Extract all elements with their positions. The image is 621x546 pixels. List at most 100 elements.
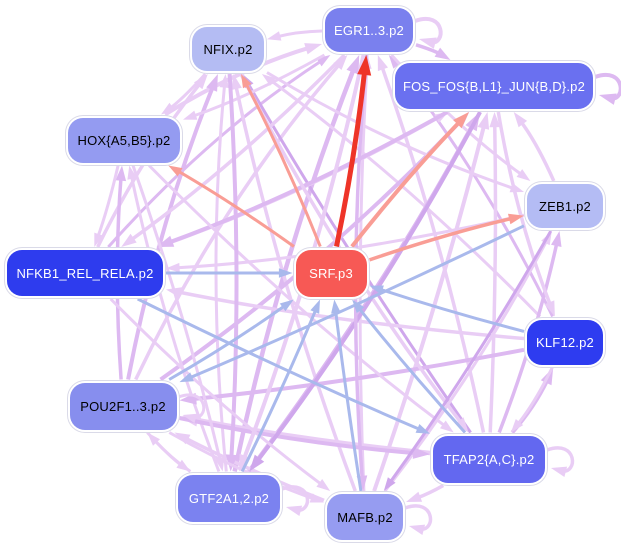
node-srf-p3[interactable]: SRF.p3: [295, 249, 367, 297]
edge-NFKB1-SRF: [166, 268, 293, 278]
arrowhead: [455, 417, 469, 433]
edge-EGR-NFKB1: [121, 53, 346, 247]
arrowhead: [377, 55, 388, 72]
arrowhead: [115, 165, 127, 182]
edge-GTF2A1-NFIX: [214, 74, 230, 472]
node-gtf2a1-2-p2[interactable]: GTF2A1,2.p2: [178, 474, 280, 522]
edge-NFIX-GTF2A1: [225, 73, 239, 472]
edge-SRF-HOX: [168, 165, 295, 248]
arrowhead: [406, 491, 423, 502]
arrowhead: [261, 74, 276, 86]
arrowhead: [127, 165, 137, 180]
arrowhead: [182, 413, 197, 424]
edge-SRF-NFIX: [241, 74, 322, 248]
arrowhead: [286, 505, 303, 516]
arrowhead: [409, 524, 426, 535]
edge-ZEB1-POU2F1: [179, 224, 525, 383]
arrowhead: [231, 74, 242, 90]
edge-NFKB1-MAFB: [109, 297, 331, 491]
arrowhead: [453, 112, 469, 129]
arrowhead: [346, 55, 360, 75]
arrowhead: [121, 233, 137, 247]
arrowhead: [383, 477, 396, 491]
self-loop-GTF2A1: [281, 485, 310, 516]
edge-NFIX-HOX: [161, 72, 207, 115]
self-loop-EGR: [414, 17, 443, 49]
arrowhead: [194, 74, 208, 90]
arrowhead: [489, 112, 501, 128]
arrowhead: [434, 47, 451, 60]
self-loop-POU2F1: [177, 393, 206, 424]
node-zeb1-p2[interactable]: ZEB1.p2: [527, 184, 603, 228]
arrowhead: [219, 74, 230, 88]
edge-EGR-HOX: [183, 53, 326, 120]
node-nfkb1-rel-rela-p2[interactable]: NFKB1_REL_RELA.p2: [7, 250, 163, 296]
arrowhead: [551, 466, 568, 477]
edge-FOS-KLF12: [496, 111, 555, 317]
node-klf12-p2[interactable]: KLF12.p2: [527, 319, 603, 365]
arrowhead: [333, 55, 348, 70]
arrowhead: [278, 268, 293, 278]
arrowhead: [241, 74, 252, 89]
arrowhead: [168, 165, 183, 177]
edge-MAFB-NFIX: [231, 74, 357, 492]
arrowhead: [304, 43, 322, 55]
edge-ZEB1-FOS: [513, 112, 556, 182]
arrowhead: [225, 454, 238, 472]
edge-POU2F1-NFIX: [126, 74, 218, 380]
arrowhead: [179, 372, 194, 383]
arrowhead: [183, 110, 198, 120]
arrowhead: [331, 299, 341, 314]
node-hox-a5-b5-p2[interactable]: HOX{A5,B5}.p2: [68, 117, 180, 163]
edge-KLF12-TFAP2: [510, 366, 554, 433]
arrowhead: [310, 299, 320, 314]
edge-NFKB1-TFAP2: [137, 297, 430, 434]
edge-KLF12-NFIX: [261, 74, 542, 318]
edge-POU2F1-GTF2A1: [146, 431, 191, 472]
self-loop-MAFB: [404, 504, 433, 535]
edge-POU2F1-EGR: [134, 55, 348, 381]
arrowhead: [513, 112, 528, 128]
arrowhead: [176, 459, 191, 472]
arrowhead: [166, 262, 180, 273]
arrowhead: [309, 493, 324, 503]
node-fos-fosb-l1-jun-b-d-p2[interactable]: FOS_FOS{B,L1}_JUN{B,D}.p2: [395, 63, 593, 109]
arrowhead: [419, 37, 437, 49]
arrowhead: [249, 454, 265, 472]
node-nfix-p2[interactable]: NFIX.p2: [192, 27, 264, 71]
arrowhead: [544, 300, 555, 317]
node-egr1-3-p2[interactable]: EGR1..3.p2: [325, 8, 413, 52]
edge-HOX-NFKB1: [94, 165, 120, 247]
arrowhead: [279, 299, 294, 312]
arrowhead: [267, 31, 282, 41]
edge-SRF-ZEB1: [368, 213, 524, 262]
edge-SRF-EGR: [334, 55, 372, 248]
arrowhead: [161, 102, 175, 115]
edge-EGR-NFIX: [267, 29, 323, 41]
arrowhead: [477, 112, 490, 130]
self-loop-FOS: [594, 73, 621, 105]
arrowhead: [508, 213, 524, 225]
arrowhead: [551, 231, 562, 247]
edge-TFAP2-SRF: [352, 299, 467, 434]
edge-TFAP2-MAFB: [406, 483, 445, 502]
node-mafb-p2[interactable]: MAFB.p2: [327, 494, 403, 540]
node-pou2f1-3-p2[interactable]: POU2F1..3.p2: [69, 382, 177, 430]
edge-MAFB-FOS: [372, 112, 490, 492]
edge-POU2F1-MAFB: [168, 431, 324, 503]
arrowhead: [415, 424, 430, 434]
arrowhead: [316, 479, 331, 491]
edge-SRF-FOS: [350, 112, 469, 248]
edge-ZEB1-MAFB: [383, 230, 553, 491]
arrowhead: [510, 419, 524, 433]
arrowhead: [94, 232, 104, 247]
arrowhead: [352, 299, 365, 314]
arrowhead: [599, 93, 617, 105]
arrowhead: [516, 169, 531, 181]
edge-GTF2A1-HOX: [127, 165, 221, 473]
edge-FOS-GTF2A1: [249, 111, 482, 472]
arrowhead: [440, 420, 454, 433]
node-tfap2-a-c-p2[interactable]: TFAP2{A,C}.p2: [433, 435, 545, 483]
self-loop-TFAP2: [546, 446, 575, 477]
